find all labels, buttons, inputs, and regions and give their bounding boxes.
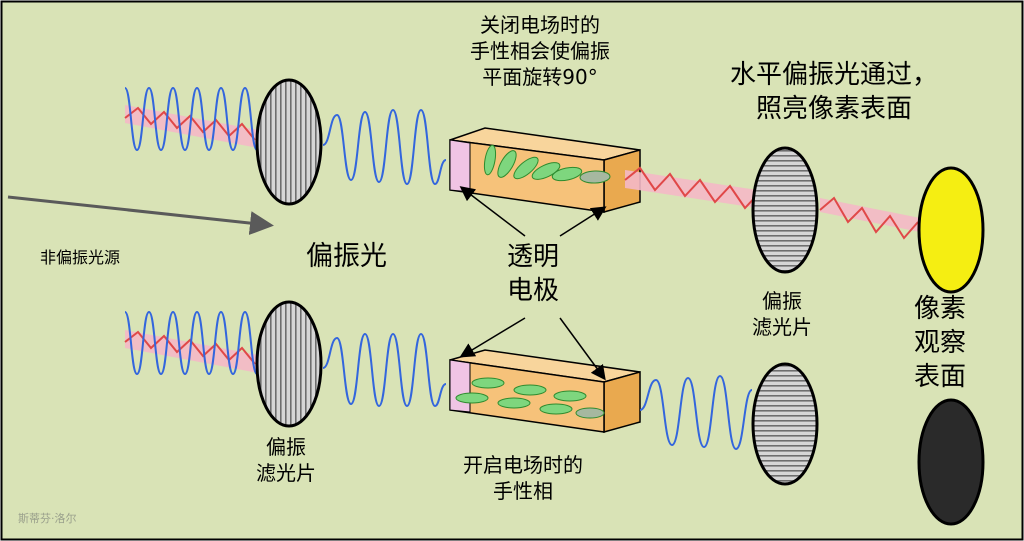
horizontal-polarizer-icon xyxy=(751,146,819,274)
electrode-arrow-4 xyxy=(559,317,606,381)
vertical-polarizer-icon xyxy=(255,78,323,206)
electrode-line-2: 电极 xyxy=(507,276,560,306)
arrow-icon xyxy=(7,195,274,236)
credit-label: 斯蒂芬·洛尔 xyxy=(18,512,77,525)
pixel-surface-line-2: 观察 xyxy=(914,328,967,358)
field-off-line-2: 手性相会使偏振 xyxy=(470,39,610,63)
field-on-line-2: 手性相 xyxy=(493,479,553,503)
pixel-surface-line-1: 像素 xyxy=(914,294,967,324)
source-label: 非偏振光源 xyxy=(40,248,121,267)
lc-cell-icon xyxy=(449,127,641,213)
polarized-wave-top xyxy=(322,108,447,186)
pixel-surface-label: 像素 观察 表面 xyxy=(914,292,966,394)
dark-pixel xyxy=(917,398,985,526)
vertical-wave-bottom xyxy=(639,374,753,451)
field-off-line-3: 平面旋转90° xyxy=(482,65,598,89)
left-filter-label: 偏振 滤光片 xyxy=(256,434,316,486)
electrode-arrow-3 xyxy=(459,317,526,358)
horizontal-pass-line-1: 水平偏振光通过， xyxy=(730,60,939,90)
horizontal-pass-line-2: 照亮像素表面 xyxy=(756,94,913,124)
electrode-arrow-1 xyxy=(459,186,526,237)
polarized-wave-bottom xyxy=(322,332,447,408)
field-off-caption: 关闭电场时的 手性相会使偏振 平面旋转90° xyxy=(470,12,610,90)
passed-wave xyxy=(819,196,919,240)
electrode-label: 透明 电极 xyxy=(507,240,559,308)
lit-pixel xyxy=(917,166,985,294)
unpolarized-red-wave-bottom xyxy=(124,330,256,365)
electrode-line-1: 透明 xyxy=(507,242,560,272)
vertical-polarizer-icon xyxy=(255,300,323,428)
field-on-caption: 开启电场时的 手性相 xyxy=(463,452,583,504)
left-filter-line-1: 偏振 xyxy=(266,435,306,459)
unpolarized-blue-wave-bottom xyxy=(124,310,258,376)
unpolarized-blue-wave-top xyxy=(124,86,258,152)
right-filter-line-1: 偏振 xyxy=(762,289,802,313)
right-filter-label: 偏振 滤光片 xyxy=(752,288,812,340)
field-off-line-1: 关闭电场时的 xyxy=(480,13,600,37)
unpolarized-red-wave-top xyxy=(124,106,256,141)
polarized-light-label: 偏振光 xyxy=(306,241,387,272)
horizontal-pass-caption: 水平偏振光通过， 照亮像素表面 xyxy=(730,58,938,126)
electrode-arrow-2 xyxy=(559,206,607,237)
horizontal-polarizer-icon xyxy=(751,362,819,486)
left-filter-line-2: 滤光片 xyxy=(256,461,316,485)
top-row xyxy=(124,78,985,294)
pixel-surface-line-3: 表面 xyxy=(914,362,967,392)
field-on-line-1: 开启电场时的 xyxy=(463,453,583,477)
right-filter-line-2: 滤光片 xyxy=(752,315,812,339)
unpolarized-sheet-top xyxy=(125,105,258,148)
